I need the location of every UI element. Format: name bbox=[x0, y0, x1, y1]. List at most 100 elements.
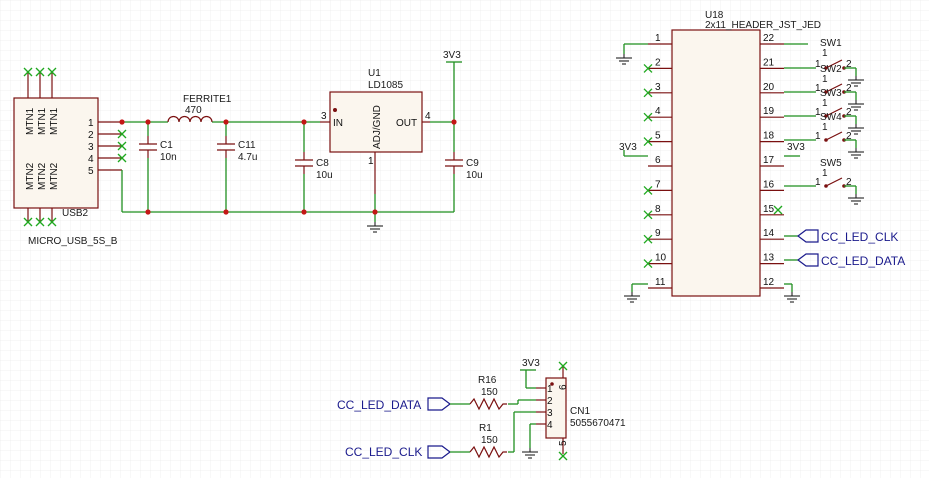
net-label-led-data[interactable]: CC_LED_DATA bbox=[797, 253, 905, 268]
cn1-connector[interactable]: 1 2 3 4 6 5 CN1 5055670471 bbox=[536, 366, 626, 454]
power-port-3v3: 3V3 bbox=[443, 50, 462, 63]
pin1-marker-icon bbox=[550, 382, 554, 386]
usb2-mtn2-a: MTN2 bbox=[25, 162, 36, 190]
switch-ref: SW4 bbox=[820, 112, 842, 123]
usb2-pin-1: 1 bbox=[88, 118, 94, 129]
u18-header[interactable]: U18 2x11_HEADER_JST_JED bbox=[671, 10, 821, 297]
cn1-ref: CN1 bbox=[570, 406, 590, 417]
u18-pin-number: 12 bbox=[763, 277, 775, 288]
c8-ref: C8 bbox=[316, 158, 329, 169]
power-net-label: 3V3 bbox=[619, 142, 637, 153]
switch-ref: SW1 bbox=[820, 38, 842, 49]
u18-pin-number: 13 bbox=[763, 253, 775, 264]
usb2-connector[interactable]: MTN1 MTN1 MTN1 MTN2 MTN2 MTN2 1 2 3 4 5 … bbox=[13, 67, 127, 247]
u18-right-wiring: 3V3 bbox=[784, 43, 816, 292]
power-net-label: 3V3 bbox=[522, 358, 540, 369]
u1-out-label: OUT bbox=[396, 118, 417, 129]
u18-pin-number: 4 bbox=[655, 106, 661, 117]
resistor-r16[interactable]: R16 150 bbox=[469, 375, 507, 411]
u18-value: 2x11_HEADER_JST_JED bbox=[705, 20, 821, 31]
pin1-marker-icon bbox=[333, 108, 337, 112]
net-label-led-data-bottom[interactable]: CC_LED_DATA bbox=[337, 397, 451, 412]
u18-pin-number: 10 bbox=[655, 253, 667, 264]
u18-pin-number: 7 bbox=[655, 179, 661, 190]
u1-out-pin: 4 bbox=[425, 111, 431, 122]
ferrite1-value: 470 bbox=[185, 105, 202, 116]
switch-pin: 1 bbox=[815, 107, 821, 118]
u18-pin-number: 11 bbox=[655, 277, 666, 288]
power-net-label: 3V3 bbox=[787, 142, 805, 153]
cn1-mount-bottom: 5 bbox=[558, 440, 569, 446]
u18-pin-number: 18 bbox=[763, 131, 775, 142]
usb2-mtn2-b: MTN2 bbox=[37, 162, 48, 190]
switch-pin: 2 bbox=[846, 59, 852, 70]
capacitor-c11[interactable]: C11 4.7u bbox=[217, 136, 257, 163]
u18-pin-number: 21 bbox=[763, 57, 775, 68]
u18-pin-number: 22 bbox=[763, 33, 775, 44]
u18-pin-number: 3 bbox=[655, 82, 661, 93]
usb2-pin-4: 4 bbox=[88, 154, 94, 165]
cn1-pin-4: 4 bbox=[547, 420, 553, 431]
ferrite1-inductor[interactable]: FERRITE1 470 bbox=[167, 94, 232, 123]
u1-regulator[interactable]: U1 LD1085 IN OUT ADJ/GND 3 4 1 bbox=[320, 68, 431, 194]
switch-pin: 2 bbox=[846, 177, 852, 188]
u18-ref: U18 bbox=[705, 10, 724, 21]
u18-pin-number: 19 bbox=[763, 106, 775, 117]
cn1-pin-1: 1 bbox=[547, 384, 553, 395]
junction-dots bbox=[119, 119, 457, 215]
u18-pin-number: 8 bbox=[655, 204, 661, 215]
usb2-value: MICRO_USB_5S_B bbox=[28, 236, 118, 247]
c1-ref: C1 bbox=[160, 140, 173, 151]
usb2-pin-3: 3 bbox=[88, 142, 94, 153]
capacitor-c8[interactable]: C8 10u bbox=[295, 152, 333, 181]
bottom-wiring: 3V3 bbox=[450, 358, 540, 453]
net-label-led-clk-bottom[interactable]: CC_LED_CLK bbox=[345, 445, 451, 459]
usb2-mtn1-a: MTN1 bbox=[25, 107, 36, 135]
c8-value: 10u bbox=[316, 170, 333, 181]
u18-pin-number: 15 bbox=[763, 204, 775, 215]
resistor-r1[interactable]: R1 150 bbox=[469, 423, 507, 459]
cn1-value: 5055670471 bbox=[570, 418, 626, 429]
switch-pin: 2 bbox=[846, 131, 852, 142]
net-label-text: CC_LED_DATA bbox=[337, 398, 421, 412]
c11-value: 4.7u bbox=[238, 152, 257, 163]
usb2-ref: USB2 bbox=[62, 208, 89, 219]
u18-pin-number: 20 bbox=[763, 82, 775, 93]
switch-value: 1 bbox=[822, 122, 828, 133]
c9-value: 10u bbox=[466, 170, 483, 181]
u18-pin-number: 17 bbox=[763, 155, 775, 166]
c9-ref: C9 bbox=[466, 158, 479, 169]
r16-value: 150 bbox=[481, 387, 498, 398]
net-label-text: CC_LED_DATA bbox=[821, 254, 905, 268]
switch-ref: SW2 bbox=[820, 64, 842, 75]
power-net-label: 3V3 bbox=[443, 50, 461, 61]
u18-pin-number: 6 bbox=[655, 155, 661, 166]
u1-gnd-pin: 1 bbox=[368, 156, 374, 167]
c11-ref: C11 bbox=[238, 140, 256, 151]
u1-ref: U1 bbox=[368, 68, 381, 79]
net-label-led-clk[interactable]: CC_LED_CLK bbox=[797, 229, 898, 244]
u18-pin-number: 1 bbox=[655, 33, 661, 44]
u1-value: LD1085 bbox=[368, 80, 403, 91]
u1-in-label: IN bbox=[333, 118, 343, 129]
usb2-mtn1-c: MTN1 bbox=[49, 107, 60, 135]
switch-pin: 2 bbox=[846, 83, 852, 94]
capacitor-c1[interactable]: C1 10n bbox=[139, 136, 177, 163]
capacitor-c9[interactable]: C9 10u bbox=[445, 152, 483, 181]
usb2-mtn1-b: MTN1 bbox=[37, 107, 48, 135]
switch-value: 1 bbox=[822, 74, 828, 85]
u1-gnd-label: ADJ/GND bbox=[372, 105, 383, 149]
switch-value: 1 bbox=[822, 48, 828, 59]
switch-ref: SW3 bbox=[820, 88, 842, 99]
cn1-mount-top: 6 bbox=[558, 384, 569, 390]
usb2-pin-2: 2 bbox=[88, 130, 94, 141]
